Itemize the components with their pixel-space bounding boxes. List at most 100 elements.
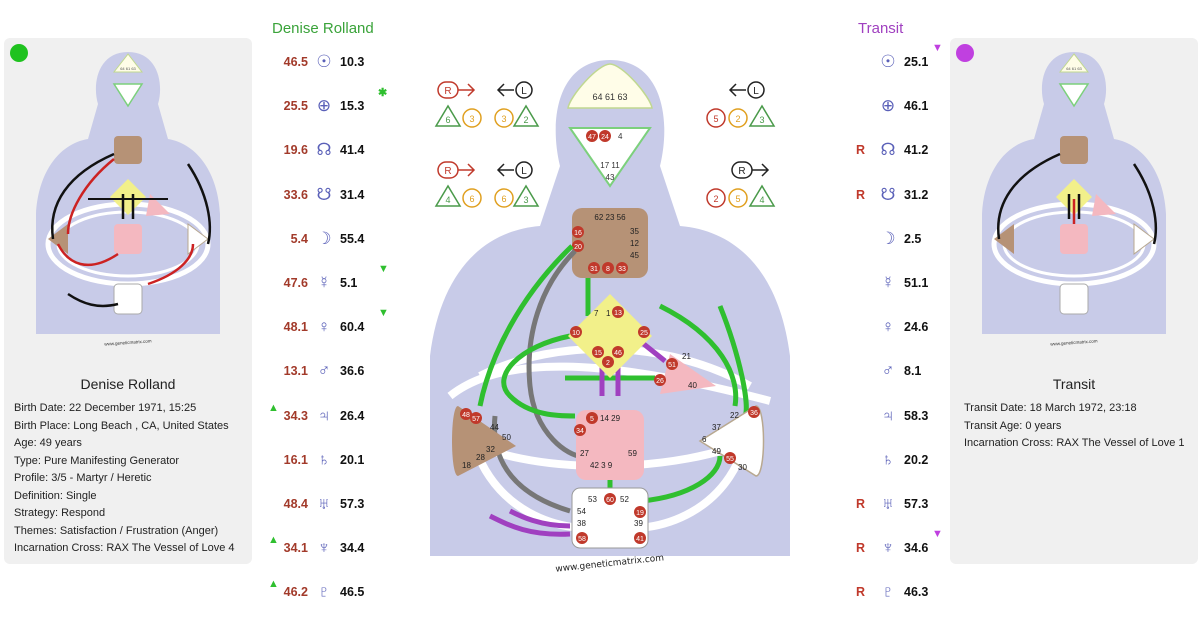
svg-text:58: 58 — [578, 536, 586, 543]
incarnation-cross: Incarnation Cross: RAX The Vessel of Lov… — [14, 542, 235, 554]
svg-text:39: 39 — [634, 519, 643, 528]
earth-icon: ⊕ — [316, 96, 332, 116]
svg-text:55: 55 — [726, 456, 734, 463]
svg-text:5: 5 — [713, 114, 718, 124]
svg-text:24: 24 — [601, 134, 609, 141]
south-node-icon: ☋ — [880, 184, 896, 204]
transit-gate: 31.2 — [904, 187, 929, 202]
moon-icon: ☽ — [316, 228, 332, 248]
variables-right-bottom: R 2 5 4 — [706, 161, 776, 208]
design-gate: 20.1 — [340, 452, 365, 467]
birth-details: Birth Date: 22 December 1971, 15:25 Birt… — [14, 400, 235, 558]
design-row: ▲ 34.1 ♆ 34.4 — [268, 534, 365, 558]
mercury-icon: ☿ — [881, 273, 895, 292]
transit-gate: 41.2 — [904, 143, 929, 158]
design-row: 47.6☿5.1▼ — [268, 263, 389, 293]
svg-text:46: 46 — [614, 350, 622, 357]
south-node-icon: ☋ — [316, 184, 332, 204]
transit-details: Transit Date: 18 March 1972, 23:18 Trans… — [964, 400, 1185, 453]
svg-text:41: 41 — [636, 536, 644, 543]
svg-text:50: 50 — [502, 433, 511, 442]
design-value: 34.1 — [283, 541, 308, 556]
up-marker-icon: ▲ — [268, 578, 279, 591]
design-gate: 34.4 — [340, 541, 365, 556]
svg-text:21: 21 — [682, 352, 691, 361]
design-row: ▲34.3♃26.4 — [268, 402, 365, 426]
svg-text:22: 22 — [730, 411, 739, 420]
svg-text:2: 2 — [606, 360, 610, 367]
svg-text:6: 6 — [501, 194, 506, 204]
design-row: ▲46.2♇46.5 — [268, 578, 364, 602]
design-row: 19.6☊41.4 — [268, 140, 365, 160]
age: Age: 49 years — [14, 437, 82, 449]
head-center — [567, 63, 653, 109]
transit-column-title: Transit — [858, 20, 904, 37]
transit-row: ☽2.5 — [856, 229, 921, 249]
transit-gate: 57.3 — [904, 497, 929, 511]
variables-right-top: L 5 2 3 — [706, 81, 776, 128]
venus-icon: ♀ — [881, 317, 895, 337]
design-marker-icon: ✱ — [378, 87, 388, 100]
transit-gate: 24.6 — [904, 320, 929, 335]
design-value: 5.4 — [290, 231, 308, 246]
transit-gate: 46.1 — [904, 99, 929, 114]
jupiter-icon: ♃ — [317, 405, 331, 425]
svg-text:62 23 56: 62 23 56 — [594, 213, 626, 222]
design-value: 46.2 — [283, 585, 308, 600]
svg-text:15: 15 — [594, 350, 602, 357]
svg-text:2: 2 — [713, 194, 718, 204]
svg-text:26: 26 — [656, 378, 664, 385]
design-gate: 60.4 — [340, 320, 365, 335]
birth-place: Birth Place: Long Beach , CA, United Sta… — [14, 419, 229, 432]
definition: Definition: Single — [14, 489, 97, 502]
right-chart-panel: 64 61 63 www.geneticmatrix.com Transit T… — [950, 38, 1198, 564]
svg-text:44: 44 — [490, 423, 499, 432]
transit-date: Transit Date: 18 March 1972, 23:18 — [964, 402, 1137, 414]
svg-text:14 29: 14 29 — [600, 414, 621, 423]
design-row: 46.5☉10.3 — [268, 52, 365, 72]
transit-row: R♅57.3 — [856, 494, 928, 514]
svg-text:L: L — [521, 166, 527, 177]
design-gate: 41.4 — [340, 143, 365, 158]
design-value: 33.6 — [283, 187, 308, 202]
ajna-center — [568, 127, 652, 188]
transit-gate: 2.5 — [904, 231, 922, 246]
design-gate: 31.4 — [340, 187, 365, 202]
design-gate: 36.6 — [340, 364, 365, 379]
svg-text:28: 28 — [476, 453, 485, 462]
design-gate: 5.1 — [340, 276, 358, 290]
svg-text:4: 4 — [618, 132, 623, 141]
svg-text:5: 5 — [590, 416, 594, 423]
svg-text:6: 6 — [469, 194, 474, 204]
svg-text:31: 31 — [590, 266, 598, 273]
transit-row: ♄20.2 — [856, 450, 929, 470]
transit-age: Transit Age: 0 years — [964, 419, 1062, 432]
svg-text:20: 20 — [574, 244, 582, 251]
transit-row: ⊕46.1 — [856, 96, 928, 116]
design-row: 25.5⊕15.3✱ — [268, 87, 388, 116]
transit-gate: 46.3 — [904, 585, 929, 600]
design-gate: 26.4 — [340, 408, 365, 423]
transit-row: ♀ 24.6 — [856, 317, 929, 337]
transit-row: R☊41.2 — [856, 140, 928, 160]
mars-icon: ♂ — [317, 361, 331, 381]
pluto-icon: ♇ — [881, 582, 895, 602]
transit-row: ♃58.3 — [856, 406, 929, 426]
svg-text:3: 3 — [759, 115, 764, 125]
g-center — [568, 294, 652, 378]
design-marker-icon: ▼ — [378, 307, 389, 320]
transit-row: R♆34.6▼ — [856, 528, 943, 558]
svg-text:12: 12 — [630, 239, 639, 248]
profile: Profile: 3/5 - Martyr / Heretic — [14, 472, 152, 484]
svg-text:7: 7 — [594, 309, 599, 318]
transit-row: R♇46.3 — [856, 582, 928, 602]
neptune-icon: ♆ — [317, 538, 331, 558]
svg-text:19: 19 — [636, 510, 644, 517]
svg-text:34: 34 — [576, 428, 584, 435]
svg-text:45: 45 — [630, 251, 639, 260]
north-node-icon: ☊ — [316, 140, 332, 160]
design-value: 16.1 — [283, 452, 308, 467]
up-marker-icon: ▲ — [268, 534, 279, 547]
transit-row: ☉25.1▼ — [856, 42, 943, 72]
svg-text:6: 6 — [445, 115, 450, 125]
